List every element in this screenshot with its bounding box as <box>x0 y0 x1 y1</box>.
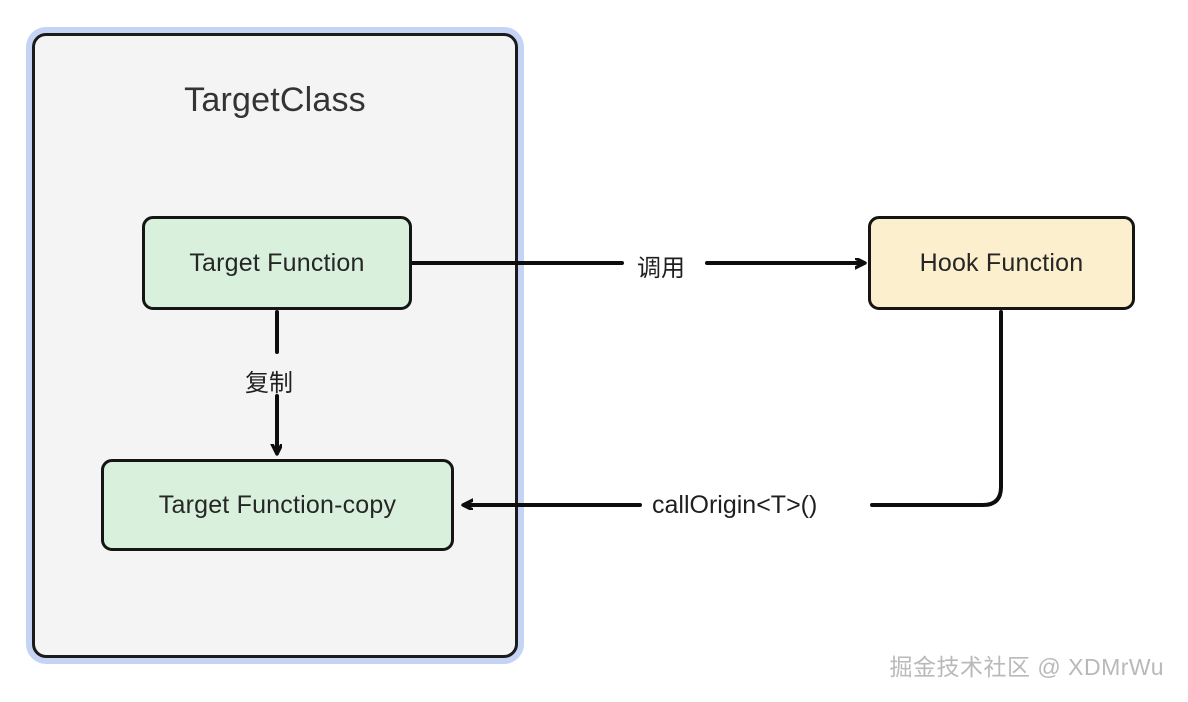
edge-label-call: 调用 <box>637 255 685 282</box>
target-class-title: TargetClass <box>184 81 366 119</box>
edge-label-copy: 复制 <box>245 370 293 397</box>
edge-callorigin-line <box>464 310 1003 505</box>
edge-label-callorigin: callOrigin<T>() <box>652 491 818 519</box>
watermark-text: 掘金技术社区 @ XDMrWu <box>889 654 1164 680</box>
node-target-function-label: Target Function <box>189 248 365 277</box>
node-target-function-copy-label: Target Function-copy <box>158 490 397 519</box>
target-class-container: TargetClass <box>32 33 518 658</box>
node-target-function-copy[interactable]: Target Function-copy <box>101 459 454 551</box>
node-hook-function-label: Hook Function <box>919 248 1084 277</box>
node-target-function[interactable]: Target Function <box>142 216 412 310</box>
node-hook-function[interactable]: Hook Function <box>868 216 1135 310</box>
